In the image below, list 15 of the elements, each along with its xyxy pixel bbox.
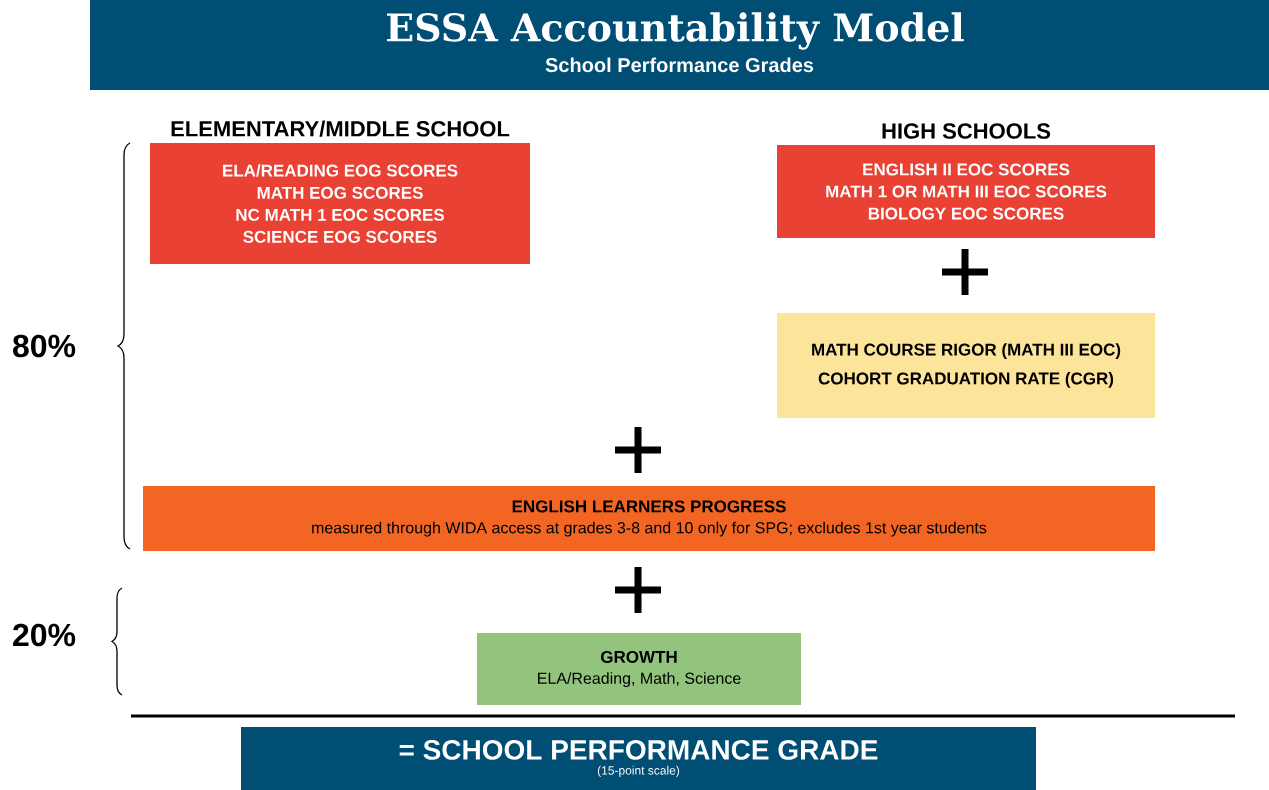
node-label: MATH EOG SCORES	[257, 186, 423, 199]
column-heading: ELEMENTARY/MIDDLE SCHOOL	[171, 120, 510, 137]
score-box: ELA/READING EOG SCORES MATH EOG SCORES NC MATH 1 EOC SCORES SCIENCE EOG SCORES	[150, 143, 530, 264]
percent-label: 80%	[13, 334, 76, 358]
percent-label: 20%	[13, 623, 76, 647]
node-label: SCIENCE EOG SCORES	[243, 230, 437, 243]
title: ESSA Accountability Model	[387, 12, 964, 50]
growth-box: GROWTH ELA/Reading, Math, Science	[477, 633, 801, 705]
score-box: ENGLISH II EOC SCORES MATH 1 OR MATH III EOC SCORES BIOLOGY EOC SCORES	[777, 145, 1155, 238]
column-heading: HIGH SCHOOLS	[882, 123, 1051, 139]
node-label: ELA/READING EOG SCORES	[223, 164, 458, 177]
node-label: NC MATH 1 EOC SCORES	[236, 208, 445, 221]
progress-band: ENGLISH LEARNERS PROGRESS measured through WIDA access at grades 3-8 and 10 only for SPG; excludes 1st year students	[143, 486, 1155, 551]
result-banner: = SCHOOL PERFORMANCE GRADE (15-point scale)	[241, 727, 1036, 790]
indicator-box: MATH COURSE RIGOR (MATH III EOC) COHORT GRADUATION RATE (CGR)	[777, 313, 1155, 418]
